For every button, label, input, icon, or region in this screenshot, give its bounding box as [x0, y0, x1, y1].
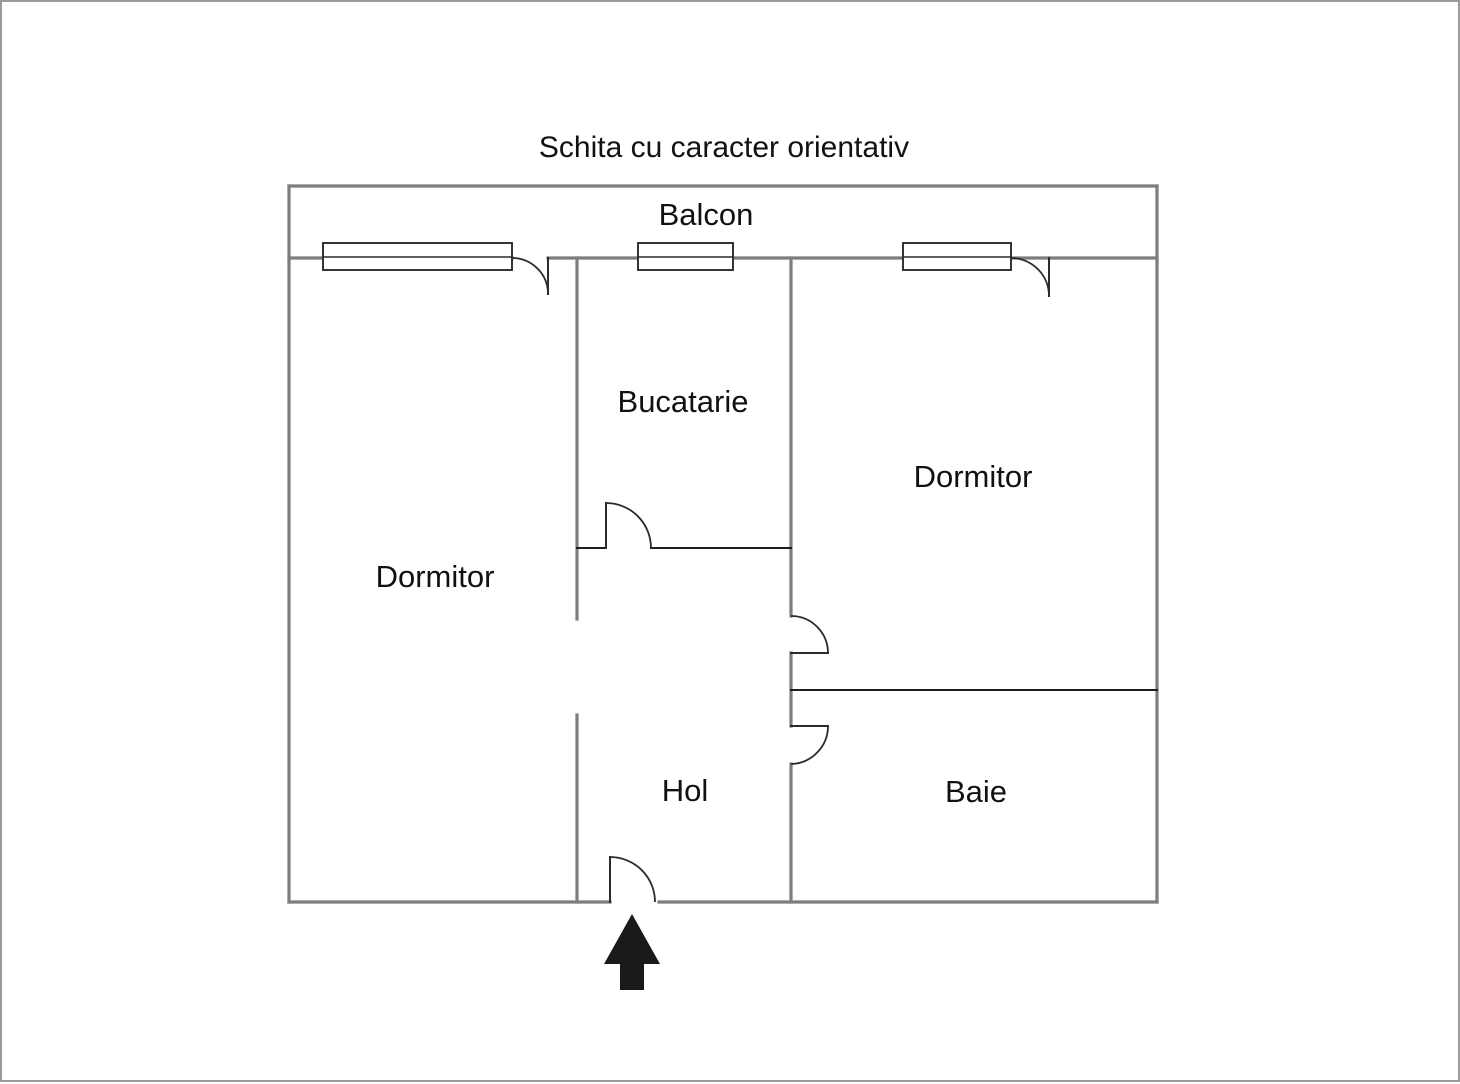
- door-dormitor-right-arc: [790, 615, 829, 654]
- room-label-baie: Baie: [945, 774, 1007, 809]
- window-left: [322, 242, 513, 271]
- door-dormitor-right: [790, 615, 829, 654]
- window-right: [902, 242, 1012, 271]
- door-bucatarie: [605, 502, 652, 549]
- door-baie-arc: [790, 725, 829, 765]
- page-title: Schita cu caracter orientativ: [539, 131, 909, 164]
- door-entrance-arc: [609, 856, 656, 903]
- room-label-dormitor-right: Dormitor: [914, 459, 1033, 494]
- door-entrance: [609, 856, 656, 903]
- entrance-arrow-shape: [604, 914, 660, 990]
- outer-walls: [287, 184, 1159, 904]
- door-balcony-left: [511, 257, 549, 295]
- door-balcony-right: [1010, 257, 1050, 297]
- door-bucatarie-arc: [605, 502, 652, 549]
- window-center: [637, 242, 734, 271]
- door-balcony-right-arc: [1010, 257, 1050, 297]
- door-balcony-left-arc: [511, 257, 549, 295]
- room-label-balcon: Balcon: [659, 197, 754, 232]
- room-label-dormitor-left: Dormitor: [376, 559, 495, 594]
- room-label-hol: Hol: [662, 773, 709, 808]
- door-baie: [790, 725, 829, 765]
- room-label-bucatarie: Bucatarie: [618, 384, 749, 419]
- entrance-arrow: [604, 914, 660, 990]
